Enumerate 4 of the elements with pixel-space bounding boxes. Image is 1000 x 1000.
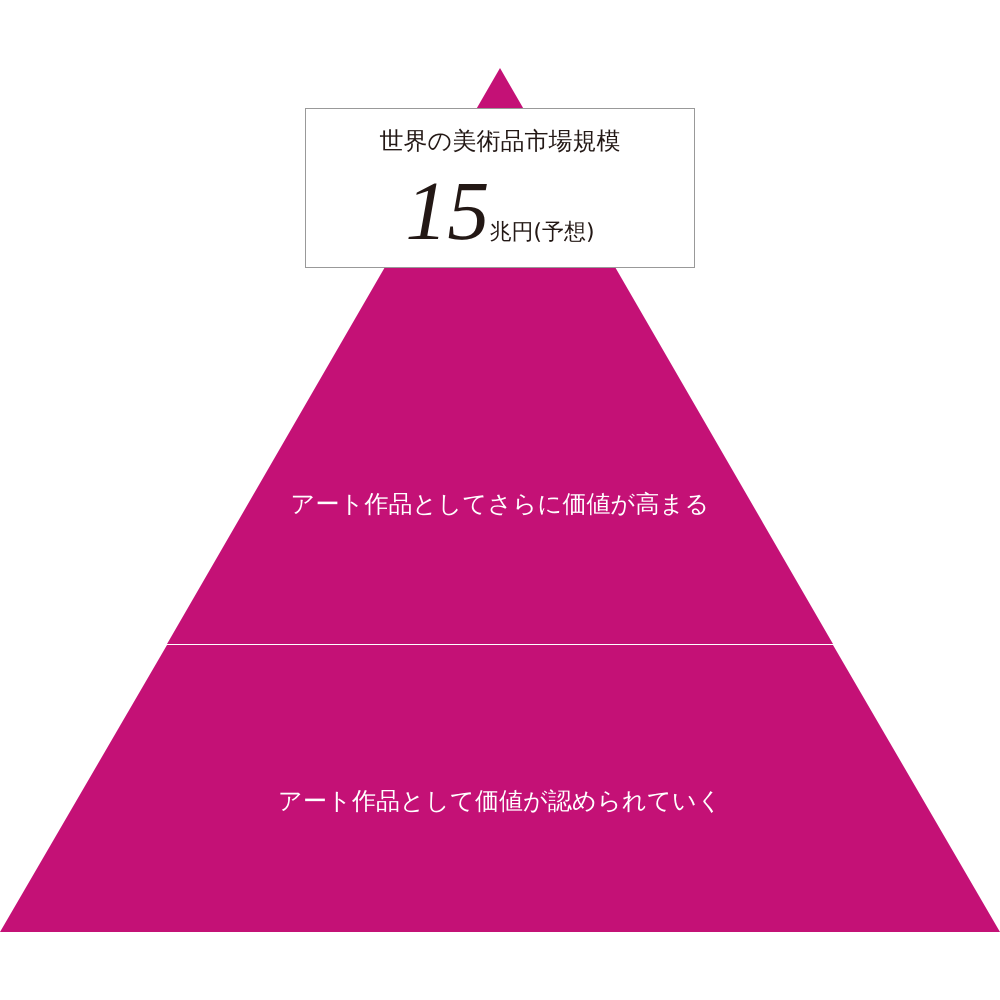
- box-heading: 世界の美術品市場規模: [378, 126, 622, 157]
- section-text: アート作品として価値が認められていく: [278, 786, 722, 817]
- section-text: アート作品としてさらに価値が高まる: [290, 489, 710, 520]
- market-size-value: 15兆円(予想): [404, 167, 596, 257]
